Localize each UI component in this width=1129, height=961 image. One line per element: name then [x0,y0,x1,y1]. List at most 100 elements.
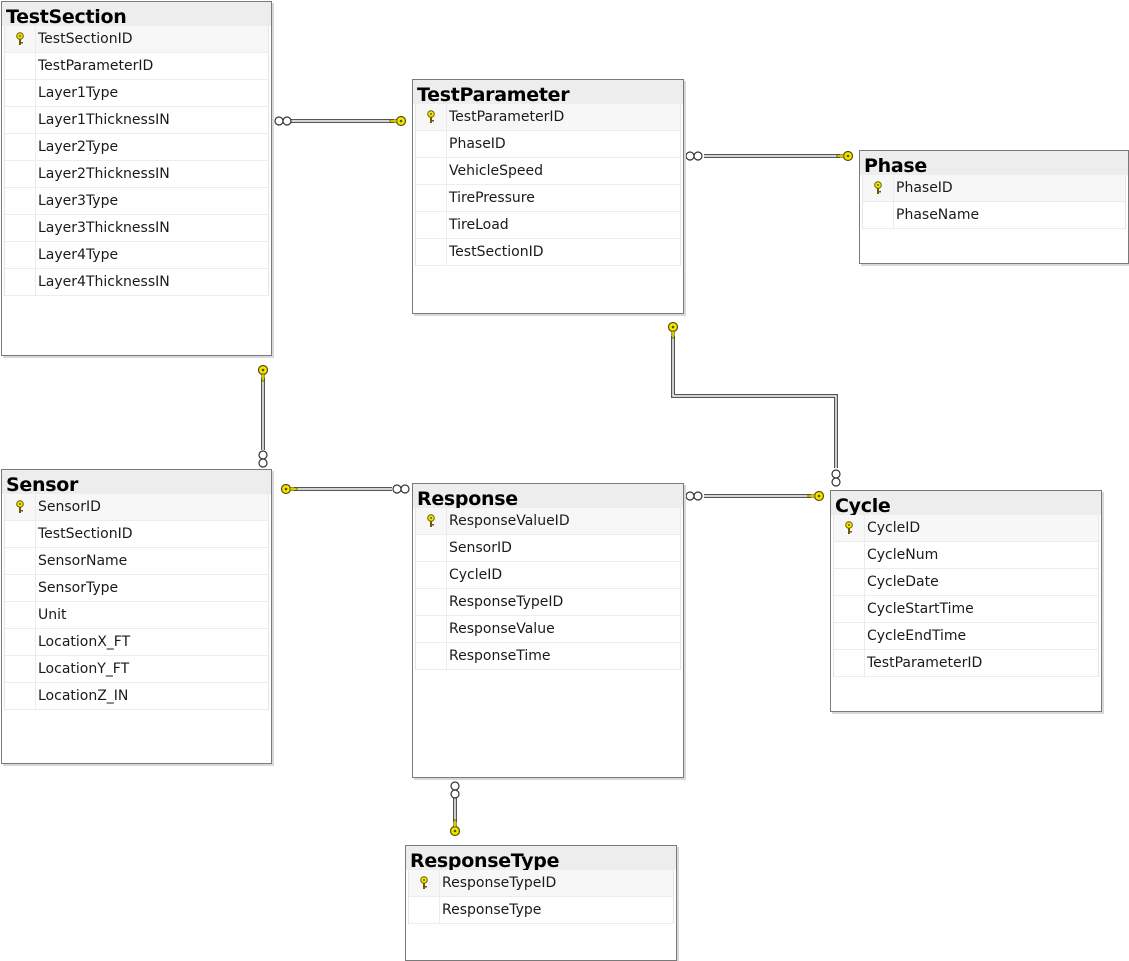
row-selector [834,623,865,649]
column-row[interactable]: ResponseTime [416,643,680,670]
row-selector [416,158,447,184]
column-row[interactable]: ResponseTypeID [409,870,673,897]
column-row[interactable]: LocationX_FT [5,629,268,656]
table-title[interactable]: TestParameter [413,80,683,104]
column-row[interactable]: Layer3Type [5,188,268,215]
column-row[interactable]: SensorName [5,548,268,575]
column-name: Layer1Type [38,85,119,101]
row-selector [5,134,36,160]
column-name: TestParameterID [449,109,565,125]
column-row[interactable]: Layer4Type [5,242,268,269]
table-title[interactable]: Response [413,484,683,508]
column-row[interactable]: CycleID [834,515,1098,542]
column-name: TestParameterID [867,655,983,671]
row-selector [5,683,36,709]
column-row[interactable]: TireLoad [416,212,680,239]
column-row[interactable]: ResponseType [409,897,673,924]
row-selector [416,239,447,265]
column-row[interactable]: PhaseID [416,131,680,158]
column-row[interactable]: Unit [5,602,268,629]
table-title[interactable]: ResponseType [406,846,676,870]
row-selector [834,569,865,595]
column-row[interactable]: TestParameterID [416,104,680,131]
column-row[interactable]: ResponseValueID [416,508,680,535]
row-selector [5,53,36,79]
column-name: Layer2Type [38,139,119,155]
row-selector [409,897,440,923]
column-row[interactable]: LocationY_FT [5,656,268,683]
primary-key-icon [416,508,447,534]
column-row[interactable]: TestSectionID [416,239,680,266]
column-name: LocationX_FT [38,634,131,650]
column-row[interactable]: Layer1ThicknessIN [5,107,268,134]
column-name: Layer3Type [38,193,119,209]
column-row[interactable]: Layer1Type [5,80,268,107]
column-row[interactable]: ResponseValue [416,616,680,643]
column-row[interactable]: SensorID [5,494,268,521]
column-name: TestSectionID [38,526,133,542]
column-row[interactable]: TestParameterID [5,53,268,80]
column-name: SensorName [38,553,128,569]
column-row[interactable]: CycleDate [834,569,1098,596]
column-row[interactable]: CycleID [416,562,680,589]
column-row[interactable]: Layer2ThicknessIN [5,161,268,188]
one-end-key-icon [836,150,854,162]
column-row[interactable]: PhaseID [863,175,1125,202]
column-name: TirePressure [449,190,535,206]
column-name: CycleEndTime [867,628,967,644]
column-row[interactable]: SensorID [416,535,680,562]
one-end-key-icon [667,321,679,339]
many-end-icon [685,491,703,501]
row-selector [5,269,36,295]
column-row[interactable]: TestSectionID [5,521,268,548]
row-selector [5,80,36,106]
column-row[interactable]: CycleEndTime [834,623,1098,650]
row-selector [5,161,36,187]
column-row[interactable]: TestSectionID [5,26,268,53]
column-row[interactable]: CycleNum [834,542,1098,569]
many-end-icon [450,781,460,799]
column-name: ResponseTypeID [442,875,557,891]
column-name: ResponseType [442,902,542,918]
row-selector [416,643,447,669]
column-row[interactable]: PhaseName [863,202,1125,229]
many-end-icon [392,484,410,494]
table-title[interactable]: Phase [860,151,1128,175]
table-title[interactable]: TestSection [2,2,271,26]
relationship-cycle-testparameter[interactable] [671,336,838,468]
primary-key-icon [834,515,865,541]
table-title[interactable]: Cycle [831,491,1101,515]
table-title[interactable]: Sensor [2,470,271,494]
column-row[interactable]: TestParameterID [834,650,1098,677]
column-row[interactable]: Layer3ThicknessIN [5,215,268,242]
column-name: Layer4ThicknessIN [38,274,170,290]
column-row[interactable]: SensorType [5,575,268,602]
column-row[interactable]: VehicleSpeed [416,158,680,185]
row-selector [416,212,447,238]
primary-key-icon [409,870,440,896]
row-selector [5,242,36,268]
column-row[interactable]: CycleStartTime [834,596,1098,623]
column-row[interactable]: TirePressure [416,185,680,212]
row-selector [416,562,447,588]
one-end-key-icon [280,483,298,495]
column-row[interactable]: Layer2Type [5,134,268,161]
column-row[interactable]: ResponseTypeID [416,589,680,616]
column-row[interactable]: LocationZ_IN [5,683,268,710]
row-selector [416,616,447,642]
column-row[interactable]: Layer4ThicknessIN [5,269,268,296]
row-selector [416,131,447,157]
row-selector [5,215,36,241]
row-selector [5,107,36,133]
